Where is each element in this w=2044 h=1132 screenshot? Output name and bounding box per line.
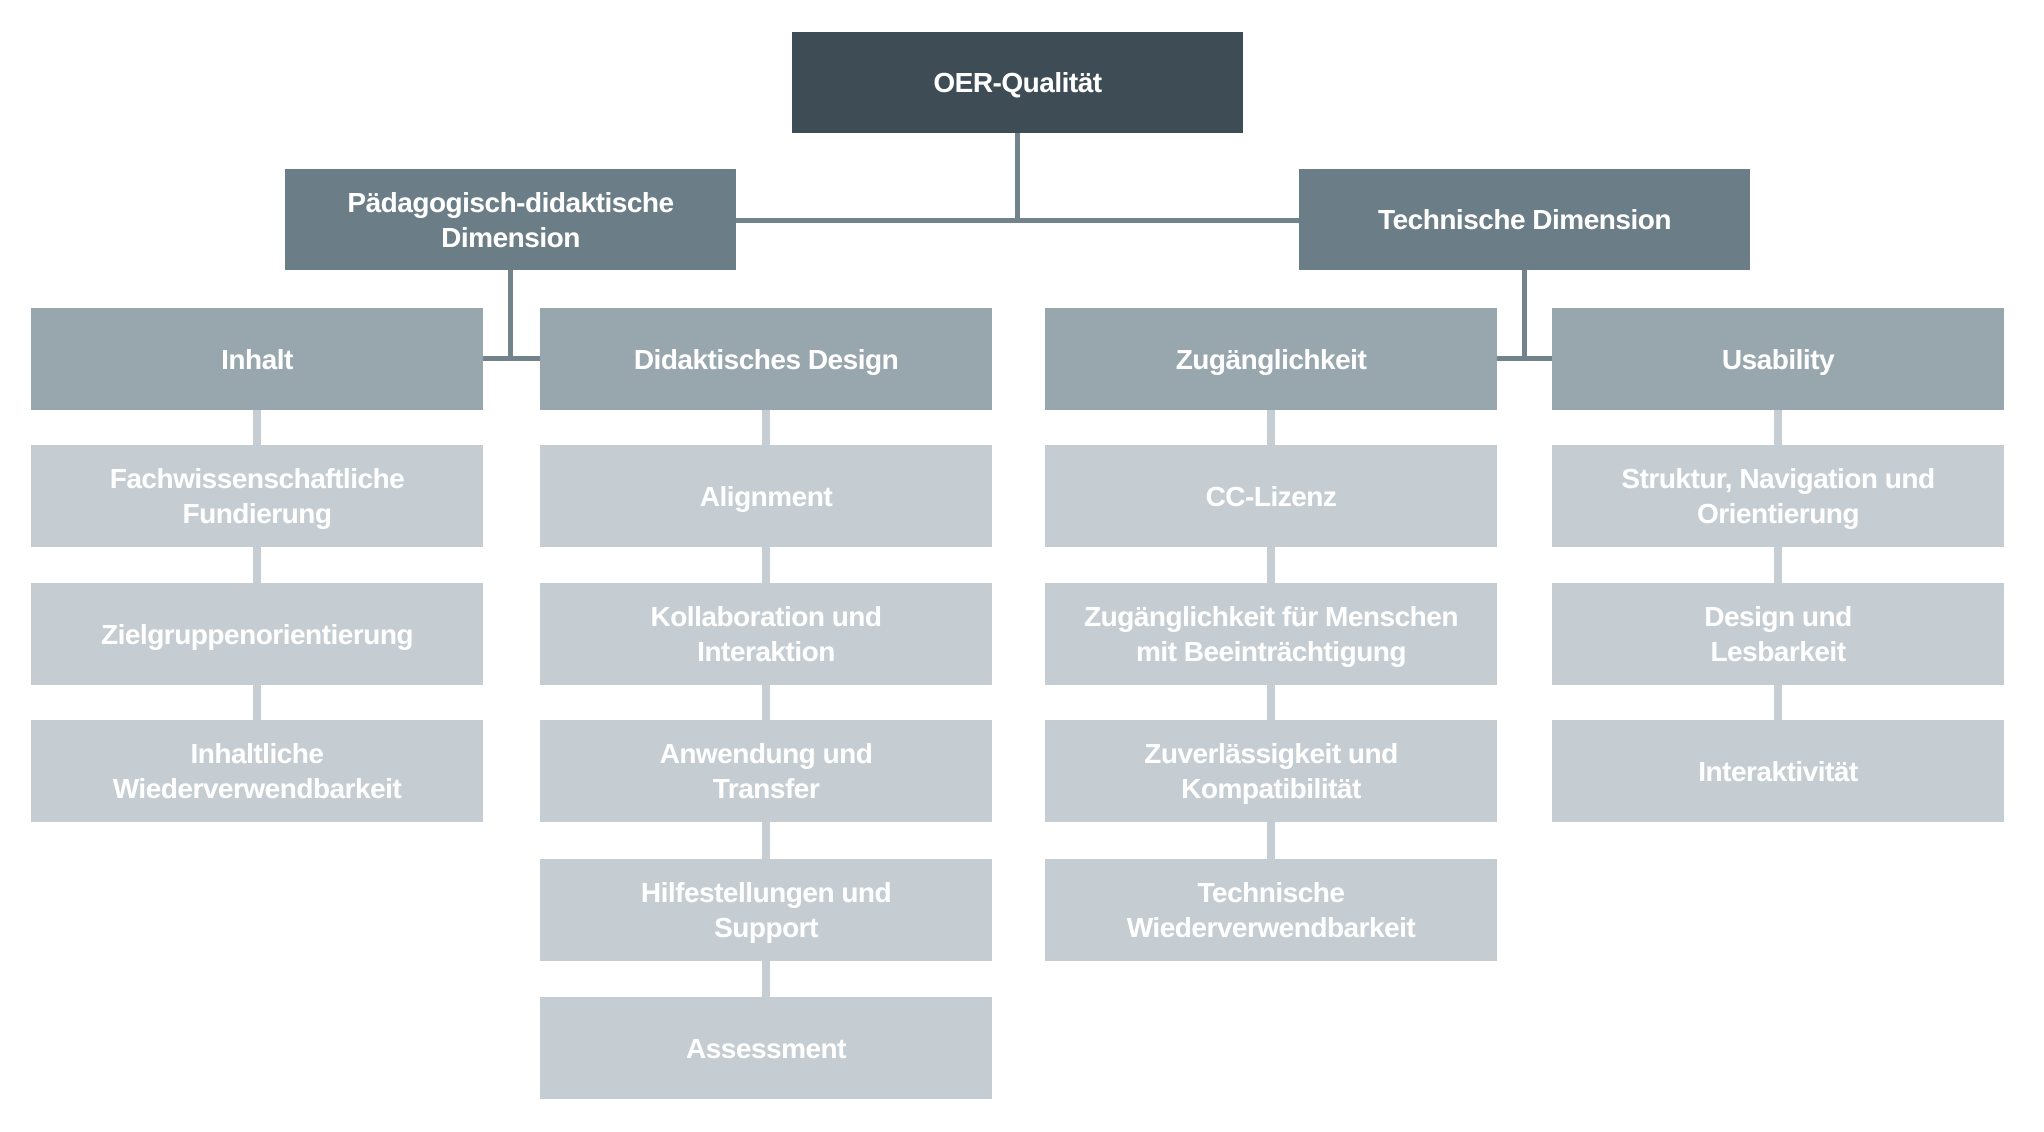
- connector-line: [1267, 685, 1275, 720]
- box-inhalt: Inhalt: [31, 308, 483, 410]
- box-assessment-label: Assessment: [686, 1032, 846, 1064]
- connector-line: [253, 547, 261, 583]
- box-anwendung-und-transfer-label: Transfer: [712, 773, 820, 804]
- box-hilfestellungen-und-support-label: Hilfestellungen und: [640, 877, 892, 908]
- box-zugaenglichkeit-fuer-menschen-mit-beeintraechtigung-label: mit Beeinträchtigung: [1135, 636, 1407, 667]
- box-technische-wiederverwendbarkeit-label: Technische: [1197, 877, 1345, 908]
- box-zielgruppenorientierung-label: Zielgruppenorientierung: [100, 618, 414, 650]
- box-kollaboration-und-interaktion-label: Interaktion: [697, 636, 835, 667]
- connector-line: [1774, 547, 1782, 583]
- connector-line: [1267, 822, 1275, 859]
- connector-line: [1267, 547, 1275, 583]
- connector-line: [1774, 685, 1782, 720]
- box-oer-qualitaet-label: OER-Qualität: [933, 67, 1102, 98]
- box-interaktivitaet-label: Interaktivität: [1698, 755, 1858, 787]
- box-fachwissenschaftliche-fundierung-label: Fundierung: [182, 498, 332, 529]
- box-usability: Usability: [1552, 308, 2004, 410]
- connector-line: [1774, 410, 1782, 445]
- box-zugaenglichkeit-fuer-menschen-mit-beeintraechtigung-label: Zugänglichkeit für Menschen: [1084, 601, 1458, 632]
- connector-line: [508, 270, 513, 361]
- box-anwendung-und-transfer-label: Anwendung und: [659, 738, 873, 769]
- box-design-und-lesbarkeit-label: Design und: [1704, 601, 1852, 632]
- connector-line: [762, 961, 770, 997]
- connector-line: [1015, 133, 1020, 223]
- connector-line: [1497, 356, 1552, 361]
- connector-line: [736, 218, 1299, 223]
- box-zuverlaessigkeit-und-kompatibilitaet-label: Zuverlässigkeit und: [1144, 738, 1398, 769]
- box-struktur-navigation-und-orientierung-label: Struktur, Navigation und: [1621, 463, 1935, 494]
- box-technische-wiederverwendbarkeit-label: Wiederverwendbarkeit: [1126, 912, 1416, 943]
- box-assessment: Assessment: [540, 997, 992, 1099]
- box-zuverlaessigkeit-und-kompatibilitaet-label: Kompatibilität: [1181, 773, 1361, 804]
- box-technische-dimension: Technische Dimension: [1299, 169, 1750, 270]
- connector-line: [762, 822, 770, 859]
- box-hilfestellungen-und-support-label: Support: [714, 912, 818, 943]
- box-zugaenglichkeit-fuer-menschen-mit-beeintraechtigung: Zugänglichkeit für Menschen mit Beeinträc…: [1045, 583, 1497, 685]
- box-didaktisches-design-label: Didaktisches Design: [633, 343, 899, 375]
- box-oer-qualitaet: OER-Qualität: [792, 32, 1243, 133]
- connector-line: [762, 410, 770, 445]
- connector-line: [1522, 270, 1527, 361]
- box-alignment-label: Alignment: [699, 480, 833, 512]
- box-usability-label: Usability: [1721, 343, 1835, 375]
- connector-line: [253, 410, 261, 445]
- connector-line: [253, 685, 261, 720]
- box-inhaltliche-wiederverwendbarkeit-label: Wiederverwendbarkeit: [112, 773, 402, 804]
- connector-line: [762, 547, 770, 583]
- box-cc-lizenz: CC-Lizenz: [1045, 445, 1497, 547]
- connector-line: [762, 685, 770, 720]
- box-cc-lizenz-label: CC-Lizenz: [1205, 480, 1337, 512]
- box-zielgruppenorientierung: Zielgruppenorientierung: [31, 583, 483, 685]
- box-design-und-lesbarkeit-label: Lesbarkeit: [1710, 636, 1846, 667]
- box-paedagogisch-didaktische-dimension-label: Dimension: [441, 221, 580, 253]
- connector-line: [1267, 410, 1275, 445]
- box-alignment: Alignment: [540, 445, 992, 547]
- connector-line: [483, 356, 540, 361]
- box-didaktisches-design: Didaktisches Design: [540, 308, 992, 410]
- box-zugaenglichkeit-label: Zugänglichkeit: [1175, 343, 1367, 375]
- box-struktur-navigation-und-orientierung-label: Orientierung: [1696, 498, 1860, 529]
- box-inhalt-label: Inhalt: [221, 343, 293, 375]
- box-technische-dimension-label: Technische Dimension: [1378, 204, 1671, 235]
- box-fachwissenschaftliche-fundierung-label: Fachwissenschaftliche: [109, 463, 405, 494]
- box-zugaenglichkeit: Zugänglichkeit: [1045, 308, 1497, 410]
- box-inhaltliche-wiederverwendbarkeit-label: Inhaltliche: [190, 738, 324, 769]
- box-interaktivitaet: Interaktivität: [1552, 720, 2004, 822]
- box-paedagogisch-didaktische-dimension-label: Pädagogisch-didaktische: [347, 186, 674, 218]
- box-kollaboration-und-interaktion-label: Kollaboration und: [650, 601, 882, 632]
